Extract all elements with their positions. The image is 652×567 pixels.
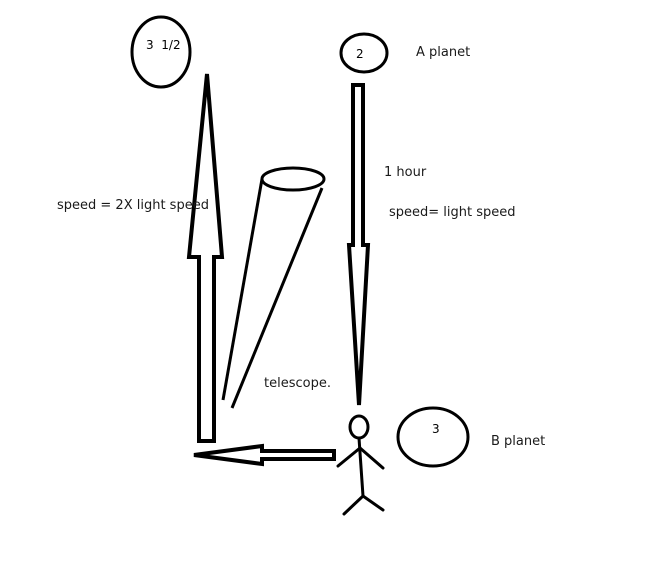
speed-light-label: speed= light speed — [389, 205, 516, 220]
telescope-label: telescope. — [264, 376, 331, 391]
planet-b-value: 3 — [432, 422, 440, 436]
upward-arrow-2x-speed — [186, 73, 225, 443]
stick-figure-head — [348, 414, 370, 440]
speed-2x-label: speed = 2X light speed — [57, 198, 209, 213]
stick-figure-leg-right — [361, 494, 385, 512]
leftward-arrow — [193, 443, 336, 467]
stick-figure — [336, 414, 385, 516]
planet-top-left-value: 3 1/2 — [146, 38, 181, 52]
planet-a-name: A planet — [416, 45, 471, 60]
downward-arrow-light-speed — [346, 83, 371, 406]
stick-figure-arm-left — [336, 446, 362, 468]
one-hour-label: 1 hour — [384, 165, 427, 180]
telescope-side-left — [221, 178, 264, 401]
planet-b-circle — [396, 406, 470, 468]
stick-figure-leg-left — [342, 494, 365, 516]
planet-b-name: B planet — [491, 434, 546, 449]
telescope-side-right — [230, 187, 324, 409]
planet-circle-top-left — [130, 15, 192, 89]
planet-a-circle — [339, 32, 389, 74]
stick-figure-arm-right — [358, 446, 385, 470]
telescope-lens — [260, 166, 326, 192]
planet-a-value: 2 — [356, 47, 364, 61]
